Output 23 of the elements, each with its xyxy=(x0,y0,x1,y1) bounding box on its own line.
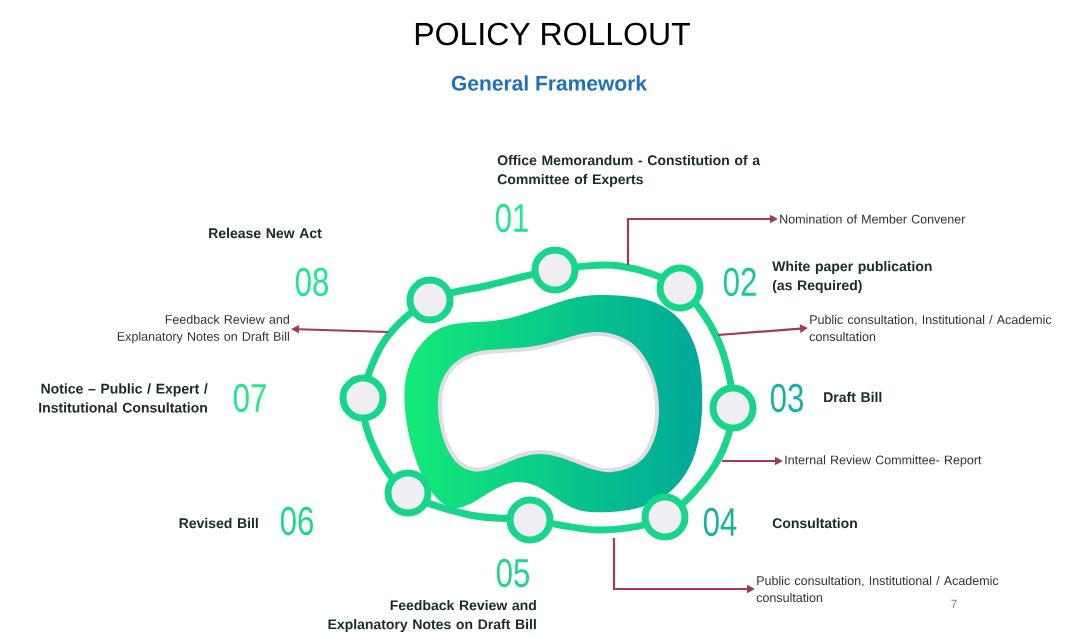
step-title: Notice – Public / Expert / Institutional Consultation xyxy=(39,383,208,413)
step-number: 06 xyxy=(280,506,313,536)
step-number: 01 xyxy=(495,203,528,233)
step-title: Consultation xyxy=(772,517,857,529)
note-text: Internal Review Committee- Report xyxy=(785,455,982,467)
step-title: White paper publication (as Required) xyxy=(772,260,932,293)
step-title: Revised Bill xyxy=(179,517,258,529)
step-number: 08 xyxy=(295,267,328,297)
note-text: Feedback Review and Explanatory Notes on Draft Bill xyxy=(117,314,289,344)
note-text: Public consultation, Institutional / Academic consultation xyxy=(809,314,1052,342)
step-title: Release New Act xyxy=(209,227,322,239)
step-title: Office Memorandum - Constitution of a Committee of Experts xyxy=(497,154,761,187)
step-number: 02 xyxy=(723,267,756,297)
step-number: 03 xyxy=(770,383,803,413)
subtitle: General Framework xyxy=(451,75,648,91)
step-number: 07 xyxy=(233,383,266,413)
page-number: 7 xyxy=(951,599,957,609)
step-title: Draft Bill xyxy=(824,391,882,403)
title: POLICY ROLLOUT xyxy=(415,22,690,46)
note-text: Nomination of Member Convener xyxy=(780,214,966,224)
step-title: Feedback Review and Explanatory Notes on Draft Bill xyxy=(328,599,536,632)
step-number: 05 xyxy=(496,558,530,588)
step-number: 04 xyxy=(703,507,737,537)
